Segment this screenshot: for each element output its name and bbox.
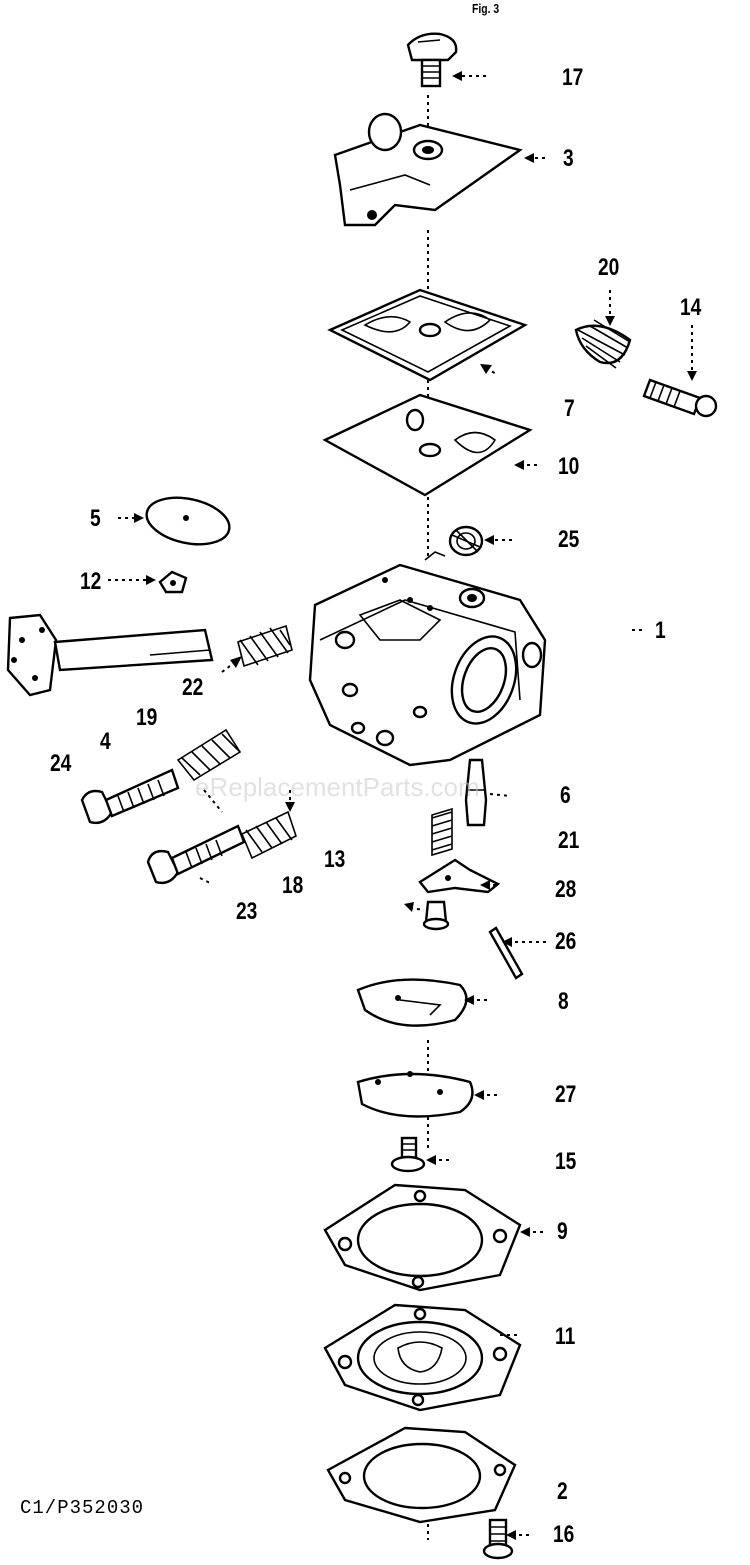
part-1-carburetor-body (308, 551, 547, 767)
part-5-disc (145, 496, 231, 546)
callout-17: 17 (562, 64, 584, 91)
callout-7: 7 (564, 395, 575, 422)
callout-23: 23 (236, 898, 258, 925)
part-9-gasket (323, 1183, 522, 1292)
callout-26: 26 (555, 928, 577, 955)
leader-lines (108, 71, 697, 1540)
figure-title: Fig. 3 (472, 1, 500, 16)
callout-19: 19 (136, 704, 158, 731)
part-17-screw (406, 32, 458, 88)
part-21-spring (431, 807, 453, 857)
part-8-gasket (356, 978, 468, 1027)
callout-8: 8 (558, 988, 569, 1015)
part-24-needle-screw (80, 768, 180, 825)
callout-2: 2 (557, 1478, 568, 1505)
part-28-lever (418, 858, 501, 894)
callout-6: 6 (560, 782, 571, 809)
part-20-spring (574, 319, 632, 369)
part-11-diaphragm (323, 1303, 522, 1412)
callout-1: 1 (655, 617, 666, 644)
callout-27: 27 (555, 1081, 577, 1108)
callout-9: 9 (557, 1218, 568, 1245)
part-10-diaphragm (322, 393, 533, 497)
callout-3: 3 (563, 145, 574, 172)
part-15-screw (390, 1136, 426, 1173)
part-7-gasket (327, 288, 528, 382)
callout-18: 18 (282, 872, 304, 899)
callout-21: 21 (558, 827, 580, 854)
callout-15: 15 (555, 1148, 577, 1175)
part-3-pump-cover (333, 112, 523, 227)
callout-13: 13 (324, 846, 346, 873)
callout-24: 24 (50, 750, 72, 777)
part-6-inlet-needle (464, 758, 488, 827)
callout-20: 20 (598, 254, 620, 281)
drawing-code: C1/P352030 (20, 1497, 145, 1519)
callout-11: 11 (555, 1323, 576, 1350)
callout-28: 28 (555, 876, 577, 903)
part-16-screw (482, 1518, 514, 1560)
callout-16: 16 (553, 1521, 575, 1548)
part-18-spring (240, 810, 297, 860)
part-12-washer (158, 570, 188, 594)
callout-5: 5 (90, 505, 101, 532)
callout-14: 14 (680, 294, 702, 321)
callout-4: 4 (100, 728, 111, 755)
part-26-pin (488, 926, 524, 980)
part-2-cover (326, 1426, 517, 1524)
lever-screw (422, 900, 450, 931)
callout-12: 12 (80, 568, 102, 595)
callout-25: 25 (558, 526, 580, 553)
callout-22: 22 (182, 674, 204, 701)
part-25-screen (448, 525, 484, 557)
part-22-spring (237, 624, 293, 668)
part-4-throttle-shaft (6, 613, 214, 697)
callout-10: 10 (558, 453, 580, 480)
watermark-text: eReplacementParts.com (195, 772, 480, 802)
part-27-plate (356, 1071, 474, 1118)
part-19-spring (176, 728, 242, 782)
part-23-needle-screw (146, 824, 246, 885)
part-14-screw (642, 378, 718, 418)
